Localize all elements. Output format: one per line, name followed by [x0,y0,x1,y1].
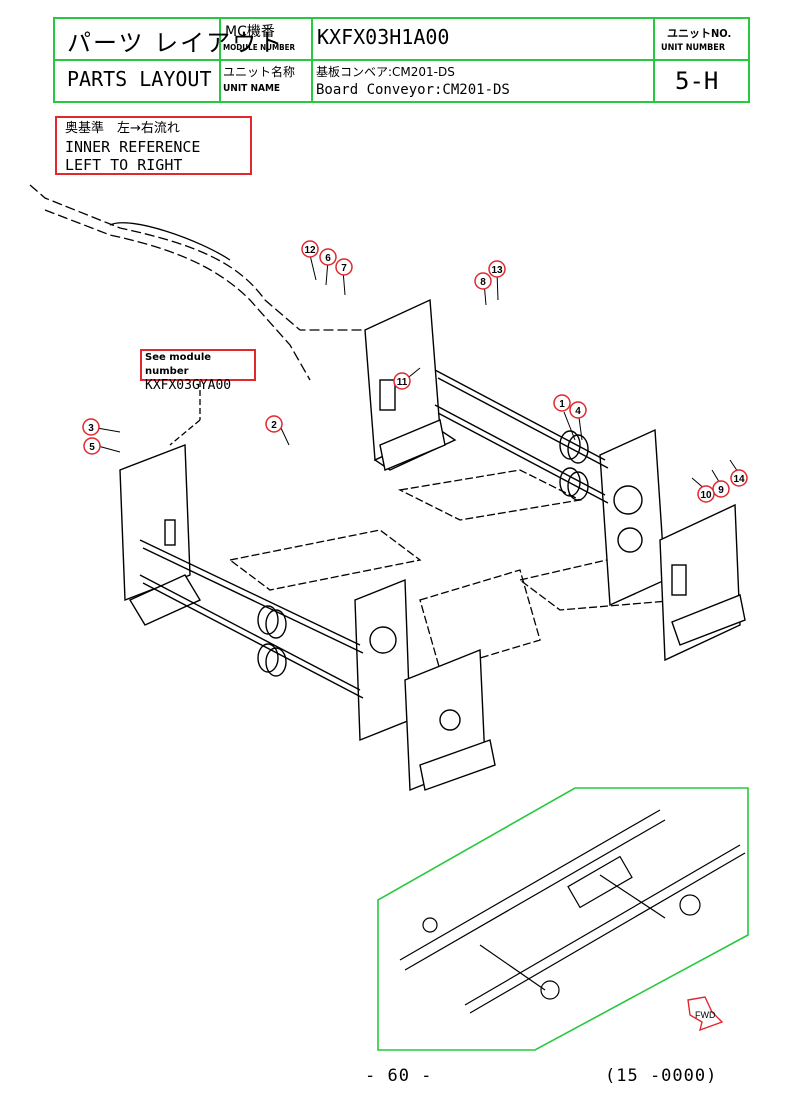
front-center-frame [354,578,496,792]
module-ref-label: See module number [145,352,212,377]
callout-13: 13 [488,260,506,278]
callout-2: 2 [265,415,283,433]
unit-name-jp: 基板コンベア:CM201-DS [316,65,455,79]
module-reference-box: See module number KXFX03GYA00 [140,349,256,393]
module-number: KXFX03H1A00 [317,25,450,49]
callout-4: 4 [569,401,587,419]
callout-11: 11 [393,372,411,390]
rear-right-frame [364,298,457,471]
svg-text:14: 14 [733,474,745,485]
callout-8: 8 [474,272,492,290]
callout-14: 14 [730,469,748,487]
svg-text:12: 12 [304,245,316,256]
svg-text:1: 1 [559,399,565,410]
title-block: パーツ レイアウト PARTS LAYOUT MC機番 MODULE NUMBE… [53,17,750,103]
callout-12: 12 [301,240,319,258]
page-number: - 60 - [365,1066,433,1086]
note-line-2: LEFT TO RIGHT [65,156,183,174]
mc-label-jp: MC機番 [225,24,275,40]
callout-1: 1 [553,394,571,412]
unit-name-label-jp: ユニット名称 [223,65,296,79]
rear-shafts [434,369,609,504]
svg-text:4: 4 [575,406,581,417]
svg-text:9: 9 [718,485,724,496]
unit-number: 5-H [675,67,719,95]
callout-3: 3 [82,418,100,436]
module-ref-number: KXFX03GYA00 [145,378,232,393]
svg-text:5: 5 [89,442,95,453]
document-code: (15 -0000) [605,1066,718,1086]
callouts: 1 2 3 4 5 6 7 8 9 10 11 12 13 14 [82,240,748,503]
mc-label-en: MODULE NUMBER [223,43,296,52]
unit-name-en: Board Conveyor:CM201-DS [316,82,510,98]
svg-text:6: 6 [325,253,331,264]
callout-6: 6 [319,248,337,266]
unit-no-label-en: UNIT NUMBER [661,43,726,53]
note-line-1: INNER REFERENCE [65,138,201,156]
flow-direction-note: 奥基準 左→右流れ INNER REFERENCE LEFT TO RIGHT [55,116,252,175]
fwd-arrow: FWD [687,996,724,1032]
unit-no-label-jp: ユニットNO. [667,27,732,40]
callout-5: 5 [83,437,101,455]
svg-text:3: 3 [88,423,94,434]
base-plate-outline [29,184,380,331]
left-front-frame [119,443,202,626]
svg-text:11: 11 [397,377,408,388]
title-jp: パーツ レイアウト [67,29,285,57]
svg-text:8: 8 [480,277,486,288]
callout-10: 10 [697,485,715,503]
overview-assembly [399,809,746,1014]
callout-7: 7 [335,258,353,276]
svg-text:10: 10 [700,490,712,501]
callout-9: 9 [712,480,730,498]
front-shafts [139,539,364,699]
unit-name-label-en: UNIT NAME [223,83,281,94]
overview-inset-frame [377,787,749,1051]
svg-text:7: 7 [341,263,347,274]
svg-text:2: 2 [271,420,277,431]
title-en: PARTS LAYOUT [67,67,212,91]
svg-text:FWD: FWD [695,1010,716,1020]
svg-text:13: 13 [491,265,503,276]
note-line-jp: 奥基準 左→右流れ [65,121,180,136]
right-end-frame [599,428,746,662]
